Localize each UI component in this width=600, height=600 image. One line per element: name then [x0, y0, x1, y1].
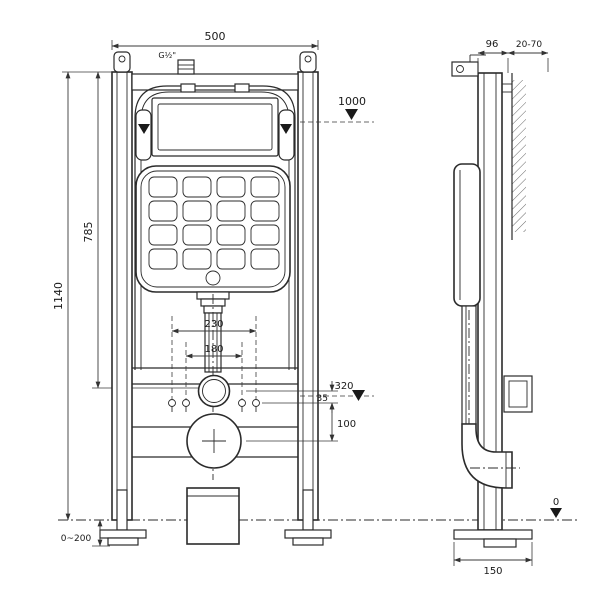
- water-connection-fitting: G½": [158, 51, 195, 75]
- drain-level-mark: [352, 390, 365, 401]
- frame-depth-label: 96: [486, 39, 499, 50]
- floor-level-label: 0: [553, 497, 559, 508]
- floor-level-mark: [550, 508, 562, 518]
- dim-upper-height: 785: [82, 71, 101, 389]
- drain-circle: [186, 413, 242, 469]
- dim-base-depth: 150: [453, 542, 533, 577]
- cistern-drain-hole: [205, 270, 221, 286]
- water-level-mark-right: [280, 124, 292, 134]
- wall-distance-label: 20-70: [516, 40, 542, 50]
- level-floor: 0: [550, 497, 562, 518]
- level-supply: 1000: [300, 95, 374, 123]
- dim-foot-range: 0~200: [61, 519, 110, 547]
- foot-range-label: 0~200: [61, 534, 92, 544]
- wall-section: [511, 73, 526, 240]
- frame-rails: [111, 71, 319, 521]
- total-height-label: 1140: [52, 282, 65, 310]
- frame-arch: [134, 83, 296, 370]
- drain-height-label: 100: [337, 419, 356, 430]
- water-connection-label: G½": [158, 51, 176, 60]
- dim-width: 500: [111, 30, 319, 50]
- top-crossbar: [131, 73, 299, 91]
- dim-wall-distance: 20-70: [507, 40, 549, 72]
- supply-level-mark: [345, 109, 358, 120]
- wall-outlet: [503, 375, 533, 413]
- dim-bolt-spacing-inner: 180: [185, 342, 243, 399]
- width-label: 500: [205, 30, 226, 43]
- upper-height-label: 785: [82, 222, 95, 243]
- drain-level-label: 320: [334, 381, 353, 392]
- dim-bolt-spacing-outer: 230: [171, 316, 257, 399]
- base-plate: [453, 529, 533, 548]
- base-depth-label: 150: [483, 566, 502, 577]
- bolt-spacing-inner-label: 180: [204, 344, 223, 355]
- dim-frame-depth: 96: [477, 39, 509, 73]
- inlet-circle: [197, 374, 231, 408]
- cistern-side: [453, 163, 481, 307]
- dim-total-height: 1140: [52, 71, 112, 521]
- side-brackets: [135, 109, 295, 161]
- side-view: 96 20-70 150 0: [451, 39, 562, 577]
- drain-elbow: [461, 423, 520, 489]
- level-drain: 320: [300, 381, 374, 401]
- front-view: G½": [52, 30, 374, 547]
- dim-offset: 35: [246, 381, 338, 413]
- water-level-mark-left: [138, 124, 150, 134]
- flush-plate-opening: [151, 97, 279, 157]
- adjustable-feet: [99, 489, 332, 546]
- cistern-tank: [135, 165, 291, 293]
- dim-drain-height: 100: [246, 402, 356, 442]
- offset-label: 35: [317, 394, 328, 404]
- supply-level-label: 1000: [338, 95, 366, 108]
- outlet-box: [186, 487, 240, 545]
- bolt-holes: [168, 399, 260, 412]
- top-mounting-tabs: [113, 51, 317, 73]
- cistern-grid: [148, 176, 280, 270]
- bolt-spacing-outer-label: 230: [204, 319, 223, 330]
